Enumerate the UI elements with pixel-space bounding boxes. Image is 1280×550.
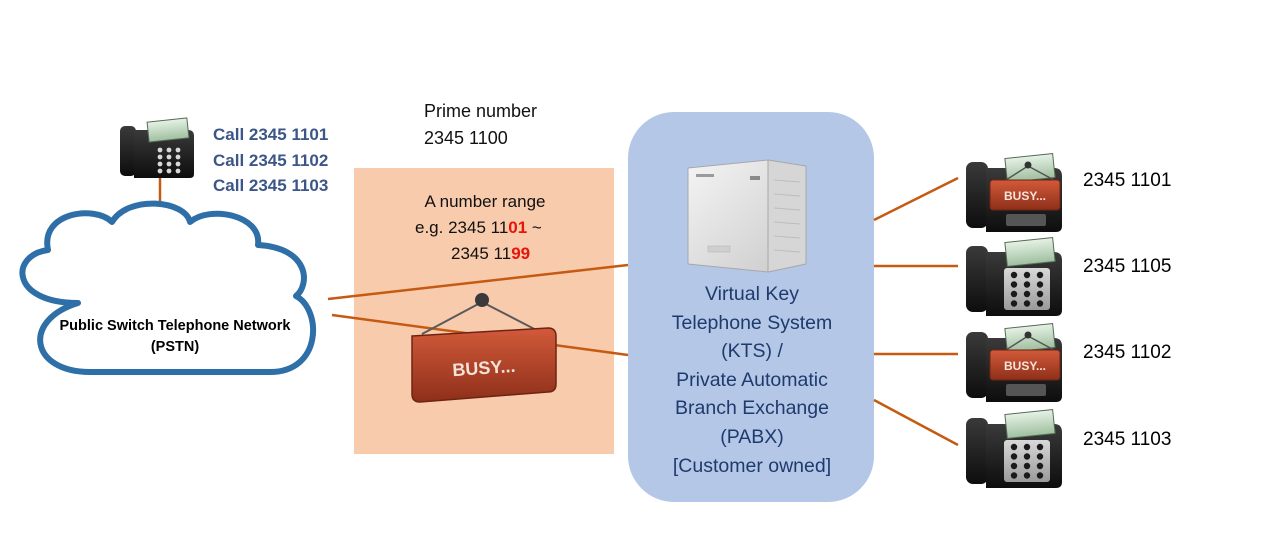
number-range-text: A number range e.g. 2345 1101 ~ 2345 119… bbox=[360, 189, 610, 267]
kts-label-line-3: (KTS) / bbox=[721, 340, 783, 363]
busy-badge-label-3: BUSY... bbox=[1004, 359, 1046, 373]
prime-number-label: Prime number 2345 1100 bbox=[424, 98, 537, 152]
range-caption: A number range bbox=[424, 192, 546, 211]
kts-to-extension-4-line bbox=[873, 398, 959, 447]
kts-to-extension-1-line bbox=[873, 176, 959, 222]
caller-phone-icon bbox=[120, 117, 194, 178]
busy-hanging-sign-icon: BUSY... bbox=[411, 293, 557, 403]
busy-badge-label-1: BUSY... bbox=[1004, 189, 1046, 203]
kts-label-line-5: Branch Exchange bbox=[675, 397, 829, 420]
kts-hardware-unit-icon bbox=[687, 159, 807, 273]
kts-label-line-2: Telephone System bbox=[671, 311, 833, 334]
extension-number-1: 2345 1101 bbox=[1083, 170, 1172, 191]
busy-badge-1 bbox=[989, 179, 1061, 211]
extension-phone-icon-4 bbox=[966, 409, 1062, 488]
extension-phone-icon-3: BUSY... bbox=[966, 323, 1062, 402]
range-end: 2345 1199 bbox=[451, 244, 531, 263]
extension-phone-icon-2 bbox=[966, 237, 1062, 316]
pstn-label-line-1: Public Switch Telephone Network bbox=[59, 318, 291, 334]
call-line-2: Call 2345 1102 bbox=[213, 150, 329, 170]
pstn-cloud-icon bbox=[19, 200, 317, 375]
pstn-to-kts-line-upper bbox=[327, 263, 629, 301]
kts-label-line-1: Virtual Key bbox=[705, 283, 799, 305]
pstn-label: Public Switch Telephone Network (PSTN) bbox=[30, 316, 320, 358]
extension-phones: BUSY... BUSY... bbox=[966, 153, 1062, 488]
number-range-area bbox=[354, 168, 614, 454]
call-line-3: Call 2345 1103 bbox=[213, 176, 329, 195]
busy-badge-3 bbox=[989, 349, 1061, 381]
pstn-label-line-2: (PSTN) bbox=[150, 339, 200, 355]
kts-label-line-4: Private Automatic bbox=[676, 368, 828, 391]
extension-number-4: 2345 1103 bbox=[1083, 429, 1172, 450]
caller-calls: Call 2345 1101 Call 2345 1102 Call 2345 … bbox=[213, 122, 328, 199]
busy-sign-label: BUSY... bbox=[452, 356, 516, 380]
range-start: e.g. 2345 1101 ~ bbox=[415, 218, 542, 237]
extension-number-2: 2345 1105 bbox=[1083, 256, 1172, 277]
prime-number-caption: Prime number bbox=[424, 101, 538, 121]
kts-label: Virtual Key Telephone System (KTS) / Pri… bbox=[630, 280, 874, 480]
extension-number-3: 2345 1102 bbox=[1083, 342, 1172, 363]
prime-number-value: 2345 1100 bbox=[424, 128, 508, 148]
kts-label-line-7: [Customer owned] bbox=[672, 454, 832, 477]
extension-phone-icon-1: BUSY... bbox=[966, 153, 1062, 232]
kts-label-line-6: (PABX) bbox=[720, 425, 784, 448]
call-line-1: Call 2345 1101 bbox=[213, 125, 329, 144]
